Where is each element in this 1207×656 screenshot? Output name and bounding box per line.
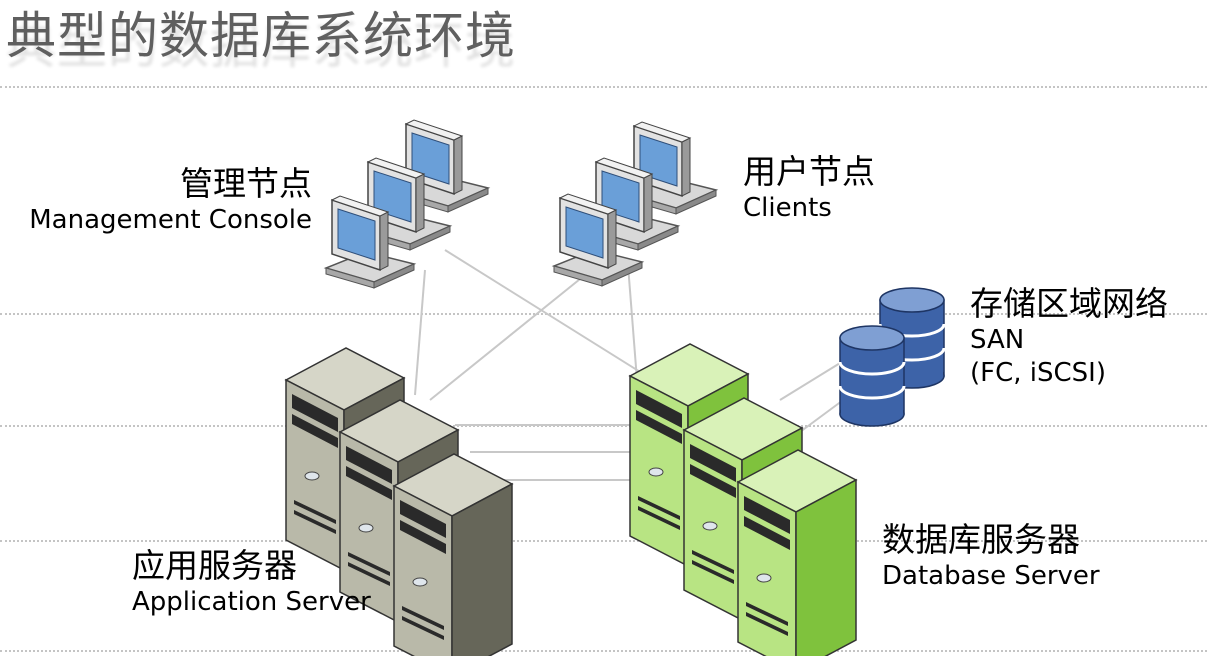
management-console-label: 管理节点 Management Console bbox=[29, 164, 312, 237]
dotted-divider bbox=[0, 650, 1207, 652]
san-protocols: (FC, iSCSI) bbox=[970, 358, 1106, 388]
application-server-label: 应用服务器 Application Server bbox=[132, 546, 371, 619]
database-server-towers bbox=[629, 343, 857, 656]
application-server-zh: 应用服务器 bbox=[132, 546, 297, 585]
database-server-label: 数据库服务器 Database Server bbox=[882, 520, 1100, 593]
database-server-zh: 数据库服务器 bbox=[882, 520, 1080, 559]
san-en: SAN bbox=[970, 325, 1025, 355]
dotted-divider bbox=[0, 313, 1207, 315]
client-computers bbox=[553, 121, 717, 287]
application-server-en: Application Server bbox=[132, 587, 371, 617]
dotted-divider bbox=[0, 86, 1207, 88]
san-zh: 存储区域网络 bbox=[970, 284, 1168, 323]
san-label: 存储区域网络 SAN (FC, iSCSI) bbox=[970, 284, 1168, 390]
san-storage-disks bbox=[838, 286, 946, 428]
clients-zh: 用户节点 bbox=[743, 152, 875, 191]
management-console-en: Management Console bbox=[29, 205, 312, 235]
clients-label: 用户节点 Clients bbox=[743, 152, 875, 225]
clients-en: Clients bbox=[743, 193, 832, 223]
management-console-zh: 管理节点 bbox=[180, 164, 312, 203]
dotted-divider bbox=[0, 540, 1207, 542]
database-server-en: Database Server bbox=[882, 561, 1100, 591]
page-title: 典型的数据库系统环境 bbox=[6, 7, 516, 65]
